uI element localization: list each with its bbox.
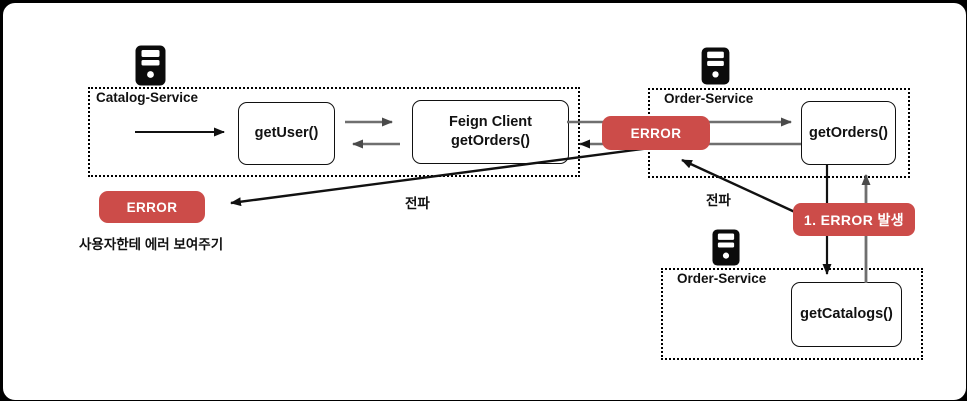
get-orders-node: getOrders() — [801, 101, 896, 165]
get-user-node: getUser() — [238, 102, 335, 165]
order-service-bottom-box — [661, 268, 923, 360]
get-user-label: getUser() — [254, 125, 319, 142]
order-service-top-label: Order-Service — [664, 91, 754, 106]
feign-client-line2: getOrders() — [451, 133, 530, 149]
error-badge-mid-label: ERROR — [630, 125, 682, 141]
error-origin-badge: 1. ERROR 발생 — [793, 203, 915, 236]
feign-client-line1: Feign Client — [449, 114, 532, 131]
propagate-label-left: 전파 — [405, 196, 430, 211]
server-icon — [135, 45, 166, 86]
server-icon — [712, 229, 740, 266]
error-badge-mid: ERROR — [602, 116, 710, 150]
error-badge-left: ERROR — [99, 191, 205, 223]
error-badge-left-label: ERROR — [126, 199, 178, 215]
get-orders-label: getOrders() — [809, 124, 888, 141]
feign-client-node: Feign Client getOrders() — [412, 100, 569, 164]
show-user-error-caption: 사용자한테 에러 보여주기 — [79, 237, 224, 252]
catalog-service-label: Catalog-Service — [96, 90, 199, 105]
error-origin-badge-label: 1. ERROR 발생 — [803, 211, 905, 228]
propagate-label-right: 전파 — [706, 193, 731, 208]
get-catalogs-label: getCatalogs() — [800, 306, 893, 323]
order-service-bottom-label: Order-Service — [677, 271, 767, 286]
get-catalogs-node: getCatalogs() — [791, 282, 902, 347]
server-icon — [701, 47, 730, 85]
